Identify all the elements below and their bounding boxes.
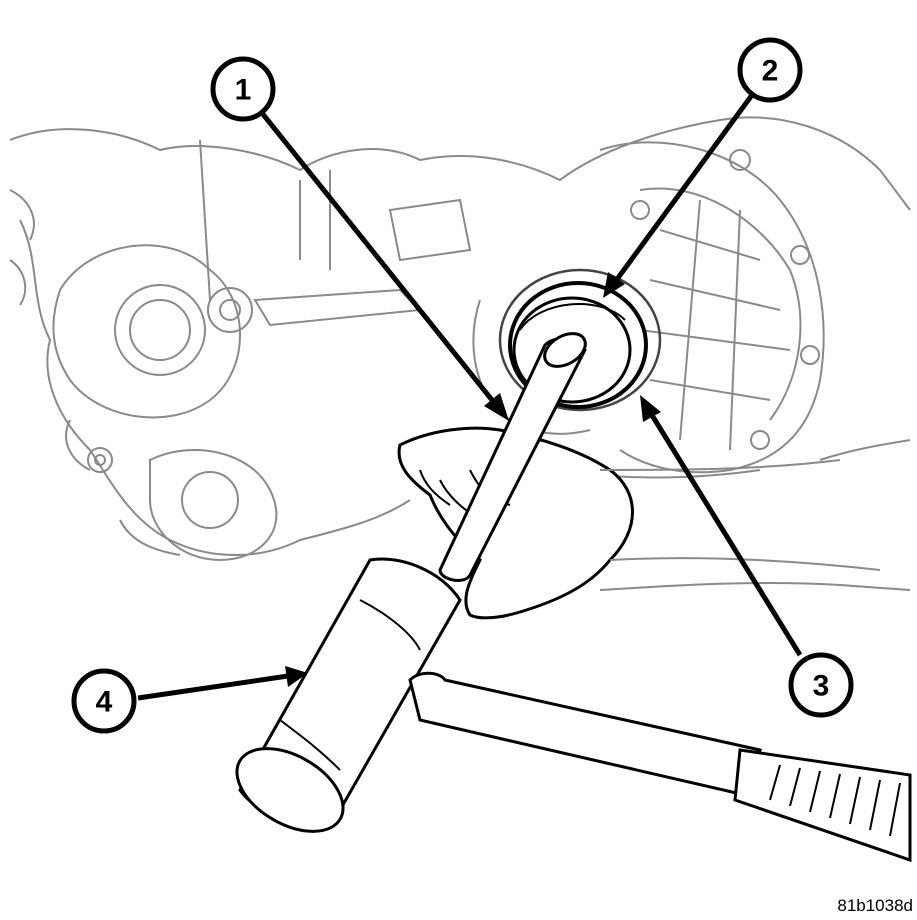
leader-4 [137,673,289,701]
callout-3-label: 3 [813,670,830,703]
arrowhead-4 [285,666,308,687]
leader-3 [647,410,803,657]
callout-1-label: 1 [235,74,252,107]
mallet [235,557,912,863]
callout-2: 2 [737,37,803,103]
arrowhead-1 [484,393,509,421]
callout-3: 3 [788,652,854,718]
leader-2 [612,93,755,284]
leader-lines [137,93,803,701]
figure-id: 81b1038d [837,896,913,915]
arrowhead-2 [603,272,625,298]
arrowhead-3 [640,395,661,422]
callout-2-label: 2 [762,55,779,88]
callout-1: 1 [210,56,276,122]
transmission-housing [9,116,911,591]
callout-4: 4 [71,668,137,734]
leader-1 [256,106,498,407]
callout-4-label: 4 [96,686,113,719]
driver-handle [438,332,587,582]
